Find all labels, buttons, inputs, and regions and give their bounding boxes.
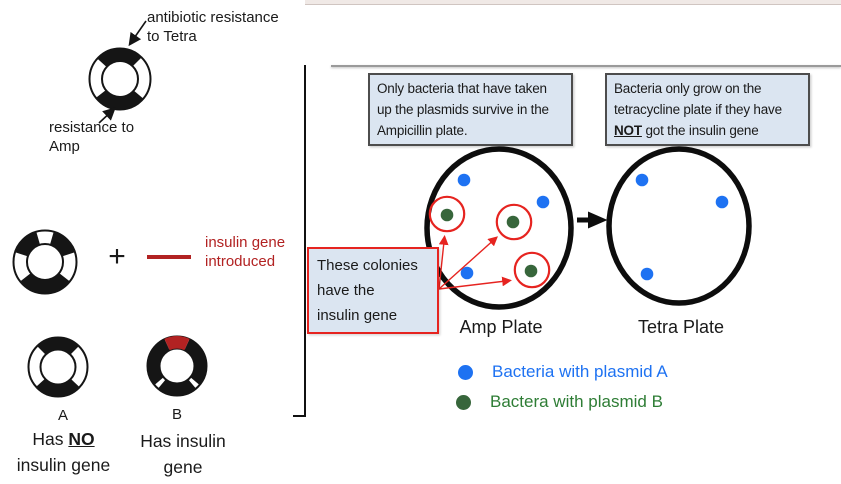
- tetra-plate-callout: Bacteria only grow on the tetracycline p…: [605, 73, 810, 146]
- colony-dot-blue: [536, 195, 550, 209]
- colony-dot-green: [506, 215, 520, 229]
- top-strip: [305, 0, 841, 5]
- amp-label-arrow: [98, 107, 116, 124]
- plasmid-opened: [12, 229, 78, 295]
- amp-resistance-gene-segment: [95, 89, 144, 111]
- left-border-line: [304, 65, 306, 416]
- plasmid-b-caption: Has insulin gene: [140, 431, 226, 477]
- plasmid-a-caption: Has NO insulin gene: [0, 426, 127, 478]
- plus-sign: +: [108, 240, 126, 273]
- plasmid-a-caption-emphasis: NO: [68, 429, 95, 449]
- left-border-tick: [293, 415, 306, 417]
- colony-dot-blue: [715, 195, 729, 209]
- legend-label-plasmid-b: Bactera with plasmid B: [490, 392, 663, 411]
- insulin-gene-label: insulin gene introduced: [205, 234, 286, 270]
- insulin-gene-in-plasmid-segment: [164, 336, 190, 351]
- plasmid-a-caption-line2: insulin gene: [16, 455, 111, 475]
- tetra-plate-label: Tetra Plate: [637, 317, 725, 337]
- colony-dot-blue: [635, 173, 649, 187]
- amp-plate-callout: Only bacteria that have taken up the pla…: [368, 73, 573, 146]
- amp-resistance-label: resistance to Amp: [49, 119, 135, 155]
- colony-dot-blue: [640, 267, 654, 281]
- highlight-circle: [495, 203, 533, 241]
- amp-plate-label: Amp Plate: [459, 317, 543, 337]
- callout-pointer-arrow: [438, 235, 449, 290]
- colony-dot-green: [524, 264, 538, 278]
- callout-pointer-arrow: [438, 276, 512, 290]
- tetra-resistance-gene-segment: [96, 48, 142, 68]
- tetra-callout-line2: tetracycline plate if they have: [614, 102, 782, 117]
- highlight-circle: [513, 251, 551, 289]
- tetra-label-arrow: [128, 20, 147, 47]
- plasmid-a-caption-prefix: Has: [32, 429, 69, 449]
- plasmid-b-letter: B: [171, 406, 182, 423]
- legend-dot-blue: [458, 364, 473, 380]
- horizontal-rule: [331, 65, 841, 67]
- petri-dish-tetra: [606, 146, 752, 306]
- tetra-callout-line1: Bacteria only grow on the: [614, 81, 762, 96]
- colony-dot-green: [440, 208, 454, 222]
- plasmid-a-letter: A: [57, 407, 68, 424]
- colony-dot-blue: [457, 173, 471, 187]
- plasmid-b: [146, 335, 208, 397]
- tetra-callout-emphasis: NOT: [614, 123, 642, 138]
- legend-label-plasmid-a: Bacteria with plasmid A: [492, 362, 668, 381]
- plasmid-tetra-amp: [88, 47, 152, 111]
- colony-dot-blue: [460, 266, 474, 280]
- tetra-resistance-label: antibiotic resistance to Tetra: [147, 9, 279, 45]
- legend-item-plasmid-a: Bacteria with plasmid A: [458, 362, 668, 382]
- legend-item-plasmid-b: Bactera with plasmid B: [456, 392, 663, 412]
- colonies-callout: These colonies have the insulin gene: [307, 247, 439, 334]
- plasmid-a: [27, 336, 89, 398]
- callout-pointer-arrow: [438, 236, 498, 290]
- plate-transfer-arrow: [577, 211, 608, 229]
- tetra-callout-line3: got the insulin gene: [641, 123, 759, 138]
- legend-dot-green: [456, 394, 471, 410]
- highlight-circle: [428, 195, 466, 233]
